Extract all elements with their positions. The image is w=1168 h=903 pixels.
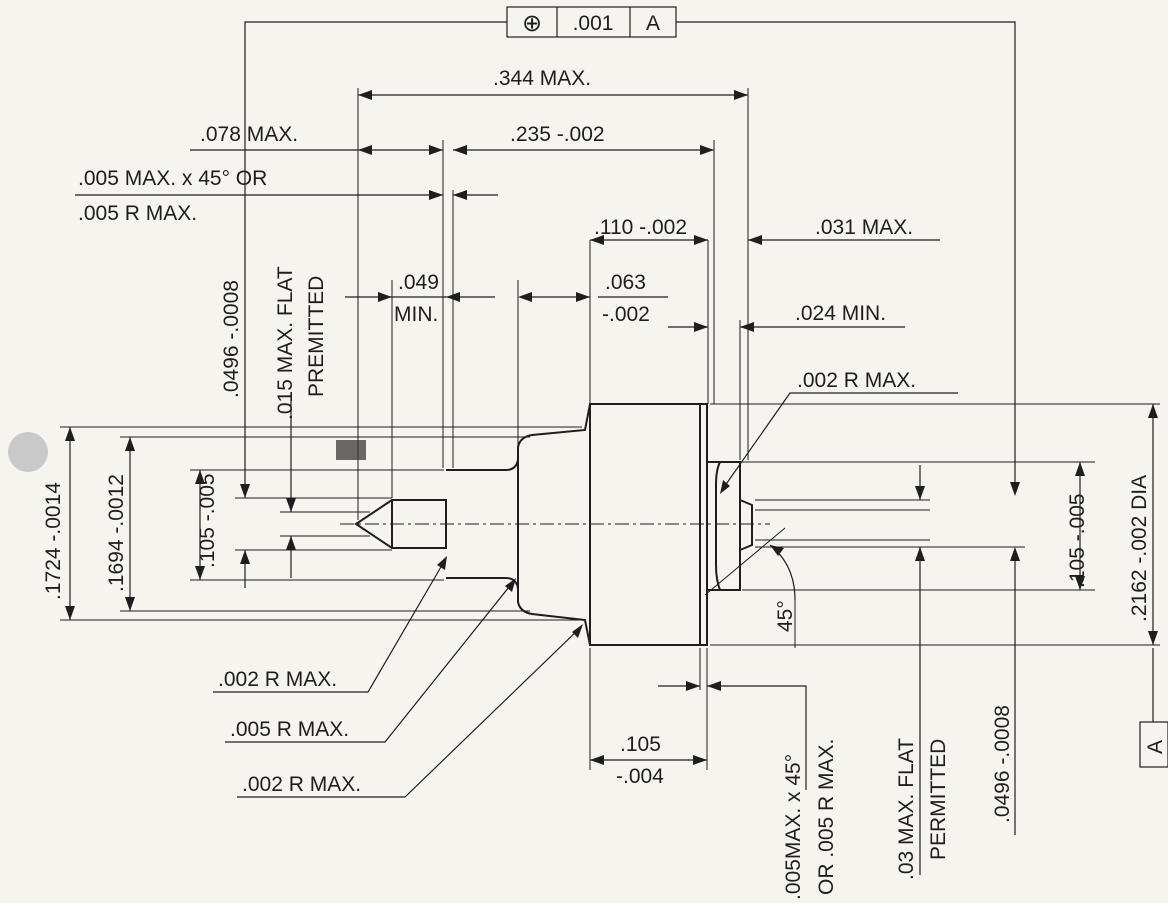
dim-head-length: .110 -.002 bbox=[594, 216, 687, 239]
datum-feature: A bbox=[1139, 648, 1168, 768]
dim-groove-value: .049 bbox=[398, 271, 439, 294]
right-radius-note: .002 R MAX. bbox=[797, 369, 916, 392]
chamfer-note-line1: .005 MAX. x 45° OR bbox=[78, 167, 267, 190]
bottom-chamfer-line2: OR .005 R MAX. bbox=[815, 739, 838, 895]
dim-shoulder-diameter: .1694 -.0012 bbox=[105, 474, 128, 592]
dim-body-length: .235 -.002 bbox=[510, 123, 605, 146]
dim-right-min: .024 MIN. bbox=[795, 302, 886, 325]
dim-head-diameter: .2162 -.002 DIA bbox=[1128, 475, 1151, 622]
fcf-datum: A bbox=[646, 12, 660, 35]
position-symbol-icon: ⊕ bbox=[522, 10, 542, 37]
radius-note-3: .002 R MAX. bbox=[242, 773, 361, 796]
part-outline bbox=[340, 403, 770, 646]
dim-neck-value: .063 bbox=[605, 271, 646, 294]
dim-right-pilot: .105 -.005 bbox=[1066, 493, 1089, 588]
radius-note-2: .005 R MAX. bbox=[230, 718, 349, 741]
radius-note-1: .002 R MAX. bbox=[218, 668, 337, 691]
angle-dimension: 45° bbox=[704, 527, 797, 648]
bottom-flat-note-line1: .03 MAX. FLAT bbox=[895, 738, 918, 880]
fcf-tolerance: .001 bbox=[573, 12, 614, 35]
dim-left-shoulder: .078 MAX. bbox=[200, 123, 298, 146]
ink-smudge bbox=[336, 440, 366, 460]
dim-head-face-value: .105 bbox=[620, 733, 661, 756]
dim-right-relief: .031 MAX. bbox=[815, 216, 913, 239]
horizontal-extensions bbox=[60, 403, 1160, 646]
vertical-dimensions: .1724 -.0014 .1694 -.0012 .105 -.005 .04… bbox=[42, 120, 1158, 900]
radius-leaders: .002 R MAX. .005 R MAX. .002 R MAX. bbox=[213, 556, 583, 798]
datum-label: A bbox=[1144, 740, 1167, 754]
horizontal-dimensions: .344 MAX. .078 MAX. .235 -.002 .005 MAX.… bbox=[75, 67, 958, 790]
dim-groove-note: MIN. bbox=[394, 303, 438, 326]
chamfer-note-line2: .005 R MAX. bbox=[78, 202, 197, 225]
bottom-chamfer-line1: .005MAX. x 45° bbox=[782, 754, 805, 900]
extension-lines bbox=[357, 88, 749, 770]
dim-bottom-diameter: .0496 -.0008 bbox=[991, 705, 1014, 823]
dim-head-face-tolerance: -.004 bbox=[616, 765, 664, 788]
dim-left-pilot: .105 -.005 bbox=[196, 473, 219, 568]
dim-left-small-diameter: .0496 -.0008 bbox=[220, 280, 243, 398]
dim-outer-diameter: .1724 -.0014 bbox=[42, 482, 65, 600]
left-flat-note-line1: .015 MAX. FLAT bbox=[274, 266, 297, 420]
angle-label: 45° bbox=[774, 600, 797, 632]
bottom-flat-note-line2: PERMITTED bbox=[927, 739, 950, 860]
dim-neck-tolerance: -.002 bbox=[602, 303, 650, 326]
page-marker bbox=[8, 432, 48, 472]
feature-control-frame: ⊕ .001 A bbox=[244, 6, 1020, 496]
left-flat-note-line2: PREMITTED bbox=[305, 276, 328, 397]
dim-overall-length: .344 MAX. bbox=[493, 67, 591, 90]
